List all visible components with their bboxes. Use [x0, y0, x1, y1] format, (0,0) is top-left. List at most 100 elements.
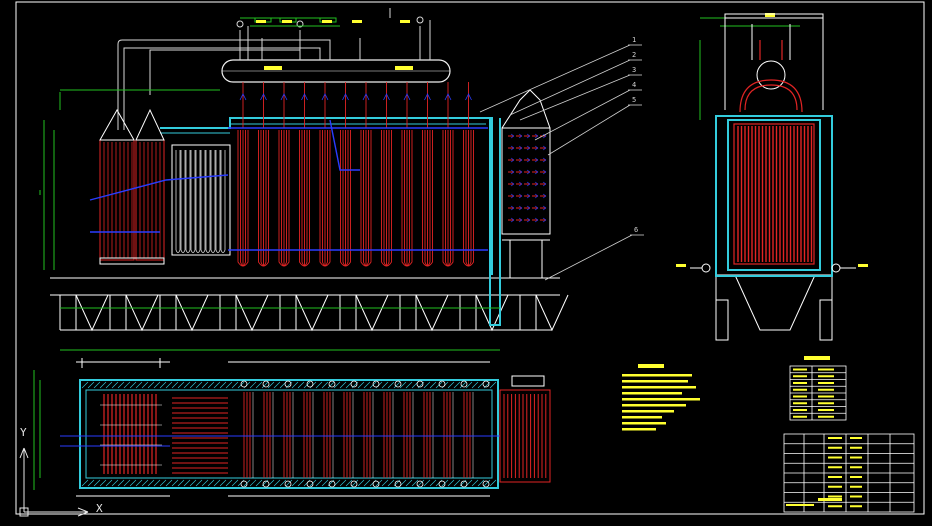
air-arrow — [526, 193, 531, 199]
foundation — [50, 277, 569, 332]
wall-hatch — [159, 479, 167, 487]
superheater-panel — [258, 82, 269, 267]
wall-hatch — [477, 479, 485, 487]
plan-post — [262, 480, 270, 488]
superheater-panel — [401, 82, 413, 267]
hopper-outline — [415, 294, 449, 332]
wall-hatch — [201, 381, 209, 389]
wall-hatch — [261, 381, 269, 389]
wall-hatch — [177, 479, 185, 487]
ucs-x-label: X — [96, 502, 103, 515]
superheater-tube — [360, 130, 372, 267]
superheater-panel — [237, 82, 249, 267]
notes-block — [622, 364, 700, 431]
air-arrow — [518, 193, 523, 199]
plan-view — [33, 349, 551, 497]
steam-drum — [221, 59, 451, 83]
wall-hatch — [363, 381, 371, 389]
air-arrow — [518, 169, 523, 175]
economizer-coil — [175, 150, 181, 253]
spec-table-label — [793, 415, 807, 418]
air-arrow — [510, 217, 515, 223]
hopper-outline — [175, 294, 209, 332]
wall-hatch — [135, 381, 143, 389]
spec-table-value — [818, 382, 834, 384]
note-line — [622, 410, 674, 413]
plan-post — [372, 480, 380, 488]
air-arrow — [526, 133, 531, 139]
wall-hatch — [357, 381, 365, 389]
title-block-drawing-name — [818, 498, 842, 501]
air-arrow — [518, 181, 523, 187]
title-block-entry — [828, 456, 842, 459]
air-arrow — [534, 133, 539, 139]
title-block-entry — [786, 504, 814, 506]
title-block-entry — [850, 437, 862, 439]
superheater-tube — [240, 130, 246, 266]
air-arrow — [526, 169, 531, 175]
wall-hatch — [339, 479, 347, 487]
superheater-panel — [360, 82, 372, 267]
superheater-tube — [342, 130, 349, 266]
wall-hatch — [225, 479, 233, 487]
wall-hatch — [231, 381, 239, 389]
wall-hatch — [429, 381, 437, 389]
gas-flow-path — [89, 119, 488, 251]
foundation-pier — [219, 295, 237, 330]
dimensions-front — [39, 17, 500, 309]
wall-hatch — [111, 381, 119, 389]
wall-hatch — [381, 381, 389, 389]
foundation-pier — [519, 295, 537, 330]
wall-hatch — [471, 381, 479, 389]
title-block-entry — [828, 485, 842, 488]
superheater-tube — [463, 130, 474, 267]
wall-hatch — [105, 381, 113, 389]
side-elevation-view — [676, 13, 868, 341]
title-block-entry — [850, 466, 862, 469]
wall-hatch — [429, 479, 437, 487]
foundation-pier — [279, 295, 297, 330]
furnace-wall — [160, 117, 501, 326]
wall-hatch — [117, 381, 125, 389]
spec-table-label — [793, 402, 807, 405]
superheater-tube — [301, 130, 308, 266]
plan-post — [328, 480, 336, 488]
air-arrow — [518, 157, 523, 163]
wall-hatch — [339, 381, 347, 389]
title-block-entry — [850, 495, 862, 498]
wall-hatch — [399, 381, 407, 389]
ucs-axis-icon — [19, 447, 89, 517]
wall-hatch — [483, 479, 491, 487]
superheater-panel — [442, 82, 454, 267]
wall-hatch — [447, 381, 455, 389]
superheater-tube — [319, 130, 331, 267]
title-block-entry — [850, 476, 862, 478]
superheater-panel — [463, 82, 474, 267]
title-block-entry — [850, 456, 862, 459]
air-arrow — [534, 145, 539, 151]
wall-hatch — [423, 381, 431, 389]
title-block — [783, 433, 915, 513]
flow-arrow — [301, 93, 308, 101]
air-arrow — [534, 181, 539, 187]
wall-hatch — [135, 479, 143, 487]
superheater-tube — [404, 130, 410, 266]
wall-hatch — [129, 479, 137, 487]
front-elevation-view: 1 2 3 4 5 6 — [39, 8, 644, 332]
wall-hatch — [219, 381, 227, 389]
air-arrow — [518, 133, 523, 139]
air-arrow — [542, 181, 547, 187]
hopper-outline — [535, 294, 569, 332]
wall-hatch — [465, 381, 473, 389]
wall-hatch — [111, 479, 119, 487]
air-arrow — [526, 181, 531, 187]
spec-table-value — [818, 415, 834, 418]
wall-hatch — [285, 479, 293, 487]
spec-table-label — [793, 409, 807, 411]
foundation-pier — [399, 295, 417, 330]
flow-arrow — [260, 93, 267, 101]
wall-hatch — [471, 479, 479, 487]
plan-post — [394, 480, 402, 488]
hopper-outline — [75, 294, 109, 332]
